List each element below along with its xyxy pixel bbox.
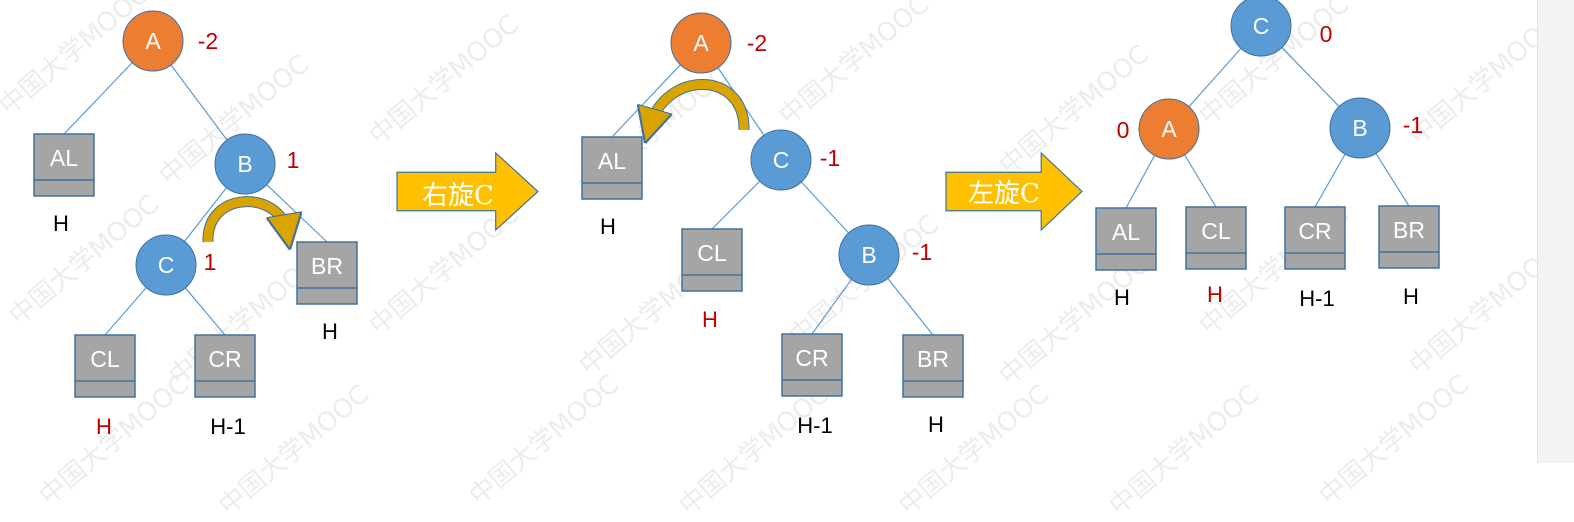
edge-after-left-rotation-B-CR: [1314, 153, 1346, 208]
edge-after-left-rotation-A-CL: [1183, 154, 1217, 208]
subtree-height: H-1: [210, 414, 245, 439]
edge-before-A-AL: [63, 62, 133, 135]
balance-factor: 1: [204, 249, 217, 275]
edge-after-right-rotation-B-BR: [887, 278, 934, 336]
subtree-label: AL: [598, 148, 626, 174]
subtree-after-right-rotation-AL: [581, 136, 643, 200]
subtree-height: H: [1207, 282, 1223, 307]
subtree-label: CR: [1298, 218, 1331, 244]
balance-factor: -1: [1403, 112, 1423, 138]
subtree-label: CL: [90, 346, 120, 372]
node-before-A: [122, 10, 184, 72]
balance-factor: -2: [747, 30, 767, 56]
subtree-after-right-rotation-BR: [902, 334, 964, 398]
subtree-height: H-1: [1299, 286, 1334, 311]
subtree-label: BR: [1393, 217, 1425, 243]
node-after-right-rotation-C: [750, 129, 812, 191]
subtree-height: H: [702, 307, 718, 332]
operation-label: 左旋C: [968, 179, 1040, 209]
node-after-right-rotation-A: [670, 12, 732, 74]
balance-factor: -1: [820, 145, 840, 171]
edge-after-right-rotation-C-B: [800, 181, 850, 234]
edge-after-right-rotation-A-AL: [611, 64, 681, 138]
edge-after-left-rotation-C-B: [1281, 47, 1340, 107]
node-label: B: [861, 242, 876, 268]
edge-after-left-rotation-B-BR: [1375, 153, 1410, 207]
node-after-left-rotation-B: [1329, 97, 1391, 159]
subtree-height: H: [322, 319, 338, 344]
subtree-height: H: [600, 214, 616, 239]
edge-after-right-rotation-C-CL: [711, 180, 761, 230]
subtree-label: AL: [50, 145, 78, 171]
subtree-after-right-rotation-CL: [681, 228, 743, 292]
edge-after-right-rotation-B-CR: [811, 278, 852, 335]
operation-label: 右旋C: [422, 181, 494, 211]
edge-before-C-CR: [184, 287, 226, 336]
subtree-label: BR: [917, 346, 949, 372]
node-label: C: [1253, 13, 1270, 39]
balance-factor: 0: [1117, 117, 1130, 143]
node-label: B: [237, 151, 252, 177]
scrollbar[interactable]: [1537, 0, 1574, 463]
subtree-after-left-rotation-CR: [1284, 206, 1346, 270]
subtree-before-CL: [74, 334, 136, 398]
balance-factor: 0: [1320, 21, 1333, 47]
edge-before-B-C: [184, 187, 227, 242]
subtree-label: CR: [208, 346, 241, 372]
subtree-before-BR: [296, 241, 358, 305]
subtree-label: CL: [697, 240, 727, 266]
subtree-after-left-rotation-BR: [1378, 205, 1440, 269]
node-label: A: [693, 30, 709, 56]
node-before-C: [135, 234, 197, 296]
edge-after-left-rotation-A-AL: [1125, 155, 1156, 209]
node-after-right-rotation-B: [838, 224, 900, 286]
subtree-label: AL: [1112, 219, 1140, 245]
node-label: C: [158, 252, 175, 278]
subtree-height: H: [53, 211, 69, 236]
rotation-curve-arrow-icon: [203, 197, 287, 242]
balance-factor: -2: [198, 28, 218, 54]
edge-before-A-B: [170, 64, 228, 141]
node-label: C: [773, 147, 790, 173]
subtree-label: BR: [311, 253, 343, 279]
subtree-height: H: [96, 414, 112, 439]
subtree-before-AL: [33, 133, 95, 197]
operation-arrow-icon: [396, 151, 539, 232]
edge-before-C-CL: [104, 287, 147, 336]
subtree-after-left-rotation-CL: [1185, 206, 1247, 270]
operation-arrow-icon: [945, 151, 1083, 232]
node-label: B: [1352, 115, 1367, 141]
node-before-B: [214, 133, 276, 195]
rotation-curve-arrow-icon: [650, 80, 749, 130]
subtree-height: H: [1403, 284, 1419, 309]
subtree-after-left-rotation-AL: [1095, 207, 1157, 271]
subtree-height: H: [1114, 285, 1130, 310]
edge-after-left-rotation-C-A: [1188, 47, 1242, 108]
subtree-label: CR: [795, 345, 828, 371]
node-label: A: [145, 28, 161, 54]
subtree-label: CL: [1201, 218, 1231, 244]
node-label: A: [1161, 116, 1177, 142]
node-after-left-rotation-C: [1230, 0, 1292, 57]
balance-factor: 1: [287, 147, 300, 173]
balance-factor: -1: [912, 239, 932, 265]
subtree-before-CR: [194, 334, 256, 398]
node-after-left-rotation-A: [1138, 98, 1200, 160]
subtree-after-right-rotation-CR: [781, 333, 843, 397]
subtree-height: H: [928, 412, 944, 437]
subtree-height: H-1: [797, 413, 832, 438]
